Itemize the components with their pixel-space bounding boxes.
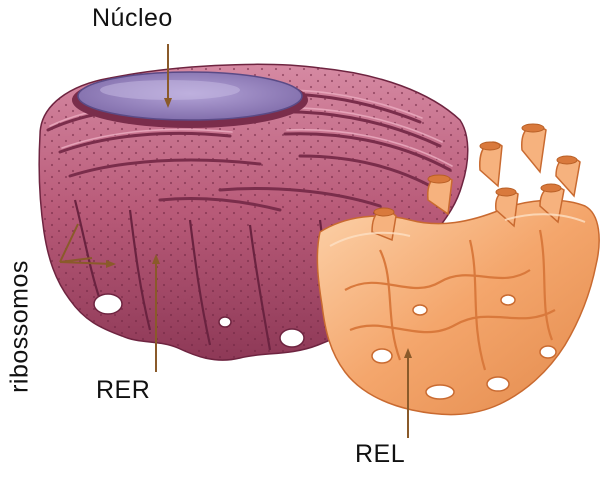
label-nucleo: Núcleo	[92, 4, 173, 33]
nucleus-shine	[100, 80, 240, 100]
label-ribossomos: ribossomos	[6, 239, 35, 415]
label-rel: REL	[355, 440, 405, 469]
rel-body	[317, 200, 599, 414]
nucleus	[72, 72, 308, 128]
label-rer: RER	[96, 376, 150, 405]
